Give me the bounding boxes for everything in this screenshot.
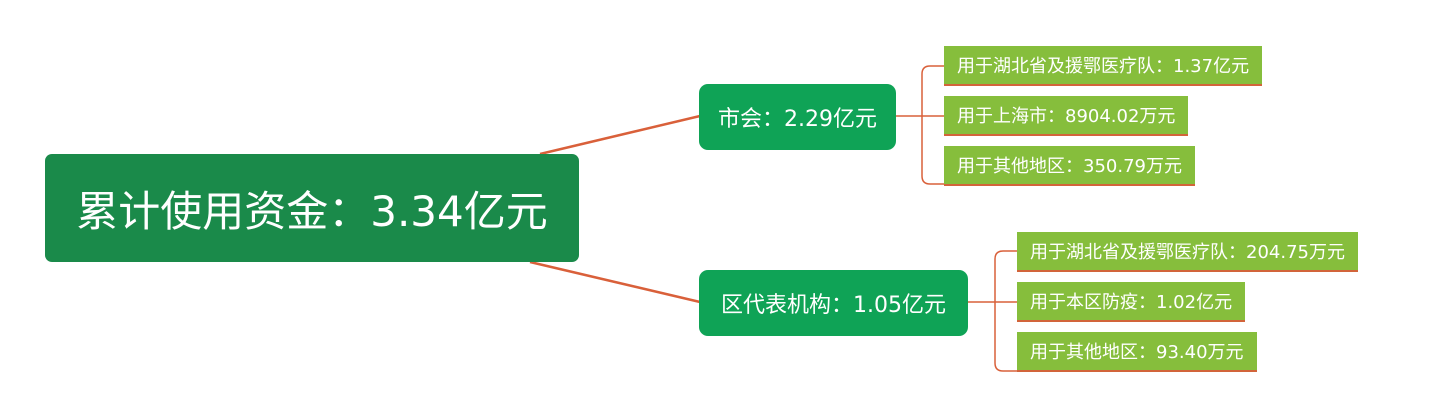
leaf-node-branch1-shanghai: 用于上海市：8904.02万元 (944, 96, 1189, 136)
leaf-node-branch2-other: 用于其他地区：93.40万元 (1017, 332, 1257, 372)
leaf-node-branch2-hubei: 用于湖北省及援鄂医疗队：204.75万元 (1017, 232, 1358, 272)
leaf-node-branch1-other: 用于其他地区：350.79万元 (944, 146, 1195, 186)
branch-node-qu-daibiao-jigou: 区代表机构：1.05亿元 (699, 270, 968, 336)
branch-node-shihui: 市会：2.29亿元 (699, 84, 896, 150)
connector-branch-1-to-leaves (896, 65, 944, 185)
leaf-node-branch1-hubei: 用于湖北省及援鄂医疗队：1.37亿元 (944, 46, 1263, 86)
connector-root-to-branch-2 (529, 260, 701, 304)
root-node: 累计使用资金：3.34亿元 (45, 154, 579, 262)
connector-branch-2-to-leaves (968, 250, 1017, 372)
leaf-node-branch2-local: 用于本区防疫：1.02亿元 (1017, 282, 1246, 322)
connector-root-to-branch-1 (539, 114, 701, 156)
